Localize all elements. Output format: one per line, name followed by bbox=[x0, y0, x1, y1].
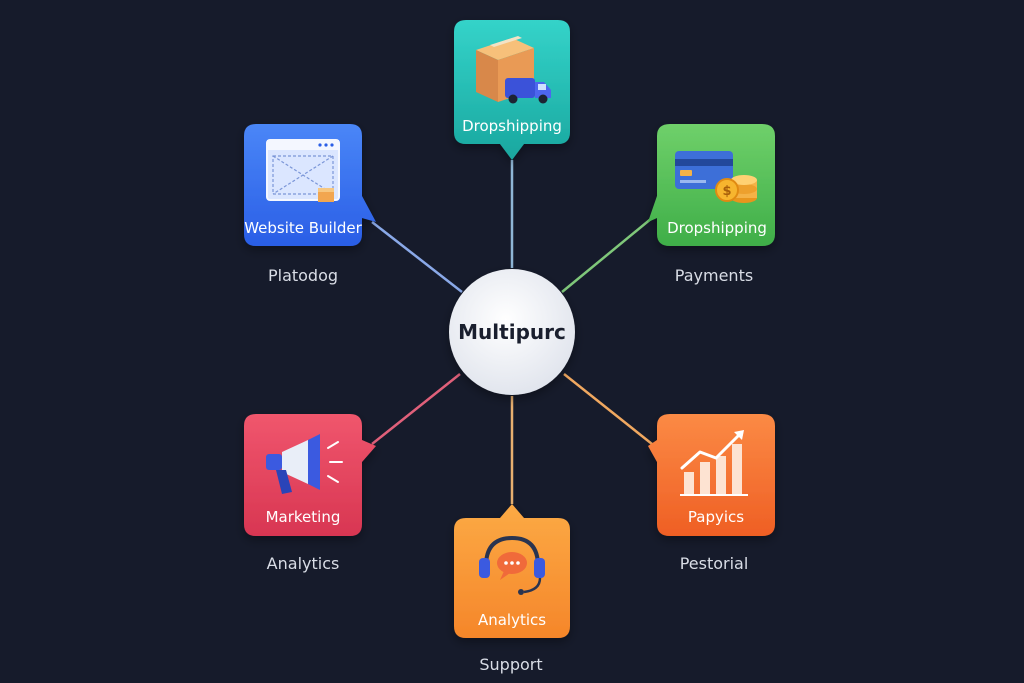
node-label-upper-right: Dropshipping bbox=[667, 219, 767, 237]
headset-chat-icon bbox=[479, 535, 545, 595]
node-card-lower-right[interactable]: Papyics bbox=[648, 414, 775, 536]
package-truck-icon bbox=[476, 36, 551, 104]
hub-node[interactable]: Multipurc bbox=[449, 269, 575, 395]
card-coins-icon: $ bbox=[675, 151, 757, 203]
node-label-upper-left: Website Builder bbox=[244, 219, 362, 237]
connector-lower-right bbox=[563, 373, 653, 445]
node-caption-bottom: Support bbox=[479, 655, 542, 674]
node-label-lower-right: Papyics bbox=[688, 508, 744, 526]
connectors bbox=[371, 160, 653, 504]
node-caption-upper-right: Payments bbox=[675, 266, 753, 285]
node-caption-upper-left: Platodog bbox=[268, 266, 338, 285]
node-caption-lower-right: Pestorial bbox=[680, 554, 749, 573]
hub-label: Multipurc bbox=[458, 320, 566, 344]
node-card-lower-left[interactable]: Marketing bbox=[244, 414, 376, 536]
growth-chart-icon bbox=[680, 430, 748, 496]
node-card-top[interactable]: Dropshipping bbox=[454, 20, 570, 160]
node-card-upper-right[interactable]: $ Dropshipping bbox=[648, 124, 775, 246]
website-wireframe-icon bbox=[266, 139, 340, 202]
connector-upper-right bbox=[561, 217, 653, 293]
connector-lower-left bbox=[371, 373, 461, 445]
svg-text:$: $ bbox=[722, 184, 731, 199]
megaphone-icon bbox=[266, 434, 343, 494]
node-label-bottom: Analytics bbox=[478, 611, 546, 629]
node-card-upper-left[interactable]: Website Builder bbox=[244, 124, 376, 246]
node-label-lower-left: Marketing bbox=[266, 508, 341, 526]
node-card-bottom[interactable]: Analytics bbox=[454, 504, 570, 638]
node-caption-lower-left: Analytics bbox=[267, 554, 340, 573]
node-label-top: Dropshipping bbox=[462, 117, 562, 135]
connector-upper-left bbox=[371, 221, 463, 293]
